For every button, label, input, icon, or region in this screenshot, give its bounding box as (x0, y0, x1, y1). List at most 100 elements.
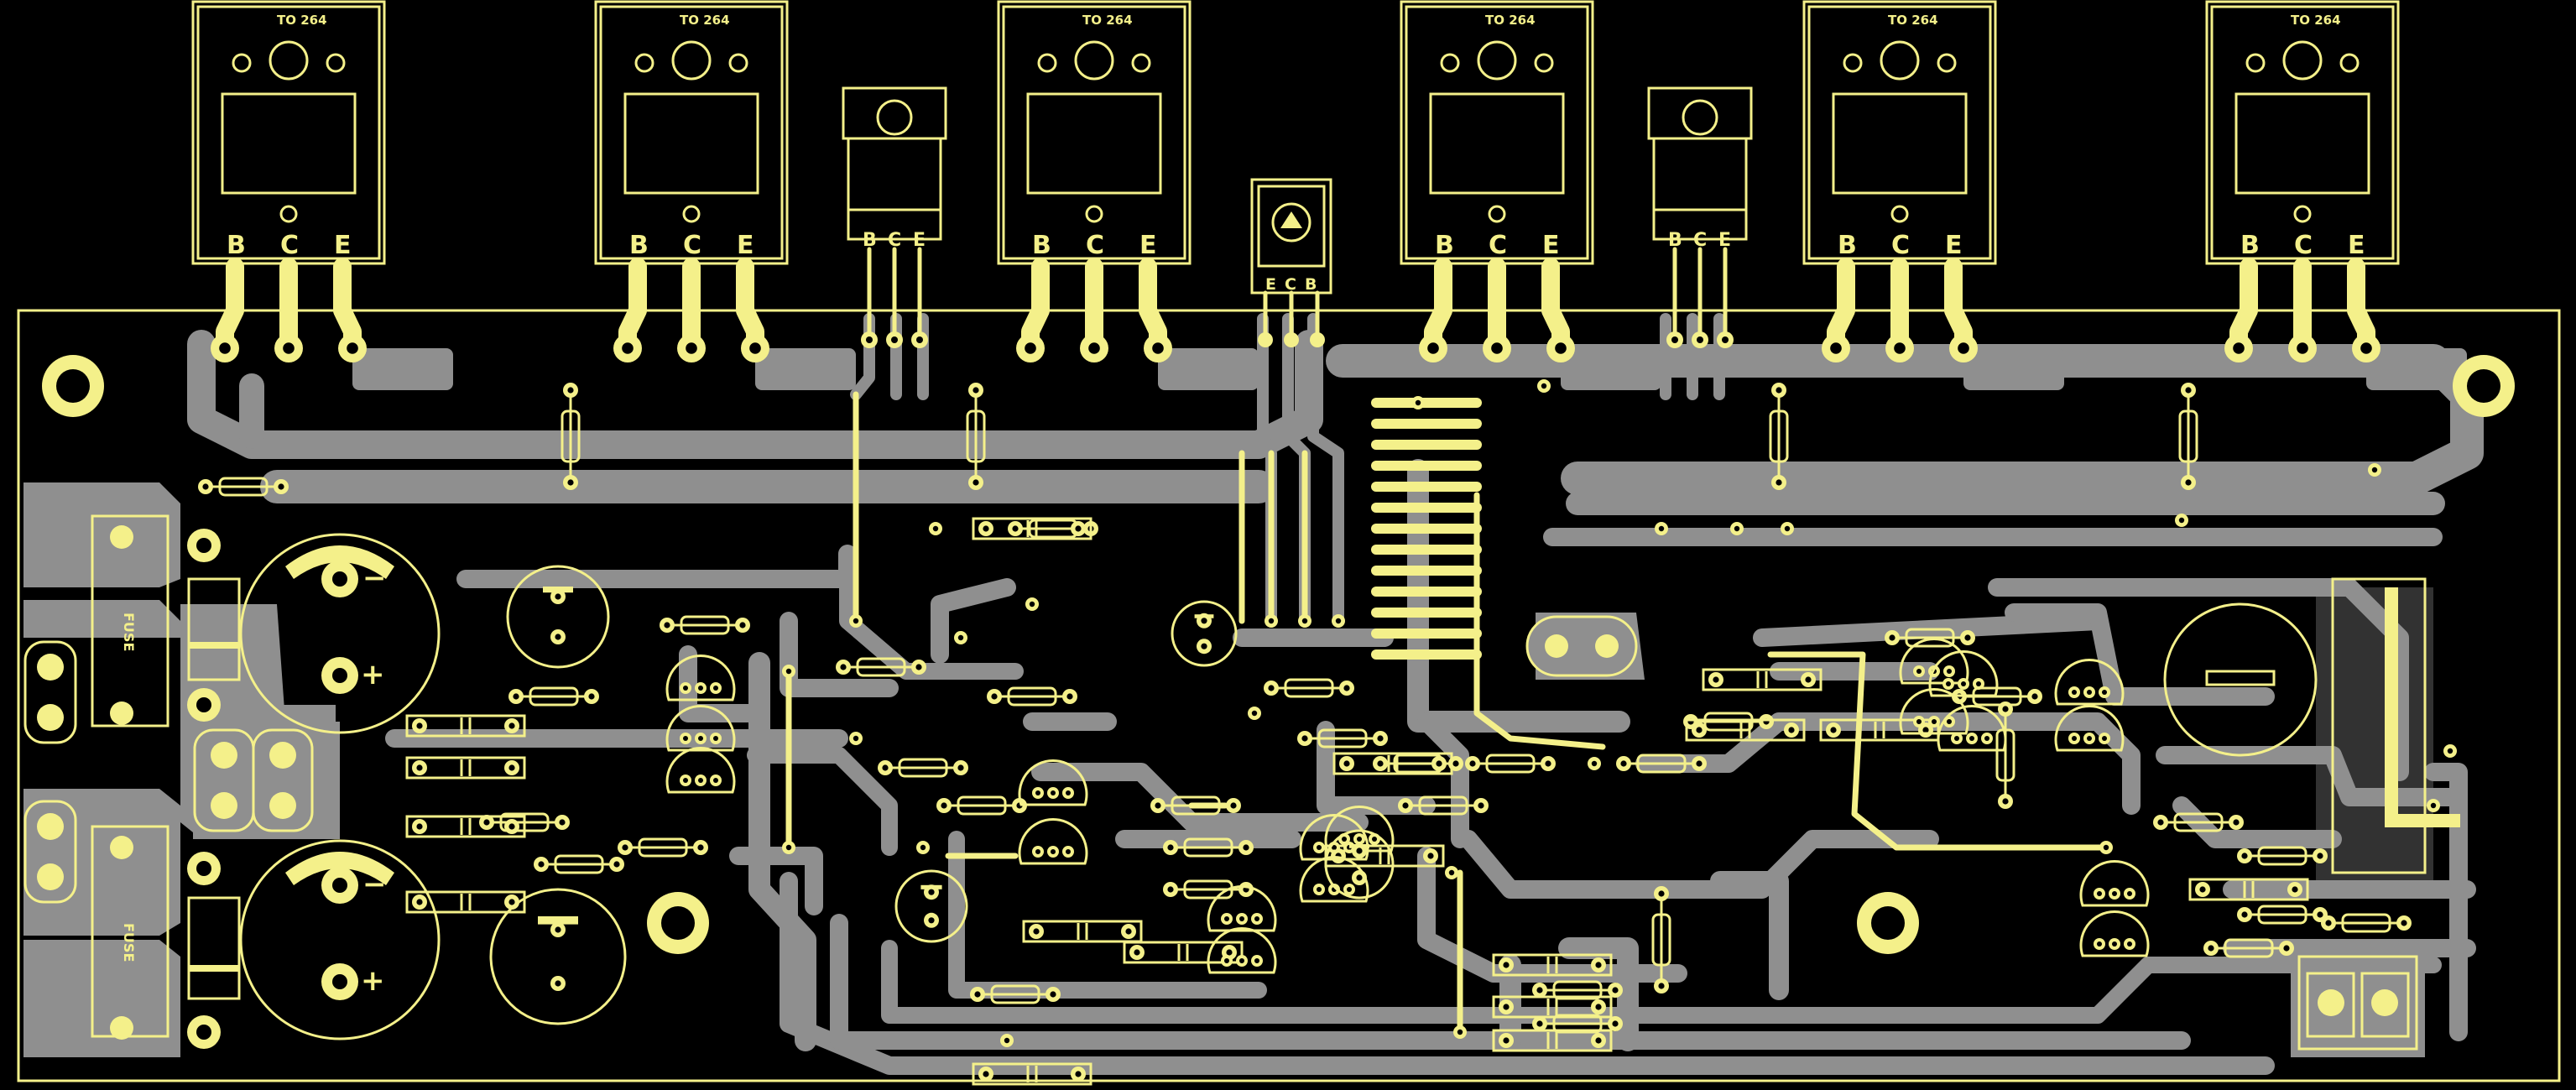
small-transistor (1018, 818, 1088, 865)
via (2368, 463, 2381, 477)
bias-pin-label: E (1265, 275, 1276, 294)
film-capacitor (1702, 668, 1822, 691)
power-input-section: FUSE FUSE (23, 514, 314, 1049)
bias-pin-label: C (1285, 275, 1296, 294)
small-transistor (1937, 705, 2007, 752)
resistor (1398, 795, 1489, 816)
small-transistor (2079, 910, 2150, 957)
pin-label: B (863, 230, 877, 251)
via (2175, 514, 2188, 527)
via (782, 841, 795, 854)
mounting-hole-icon (647, 892, 709, 954)
via (782, 665, 795, 678)
small-transistor (665, 705, 736, 752)
resistor (660, 615, 750, 635)
pin-label: C (1086, 231, 1104, 260)
film-capacitor (405, 714, 526, 738)
filter-capacitors: − + − + (239, 533, 441, 1040)
pin-label: B (1435, 231, 1454, 260)
mounting-hole-icon (2453, 355, 2515, 417)
pin-label: B (227, 231, 246, 260)
pin-label: B (1838, 231, 1857, 260)
small-transistor (2054, 705, 2125, 752)
resistor (987, 686, 1077, 707)
small-transistor (665, 747, 736, 794)
cap-minus-label: − (362, 868, 387, 901)
via (1781, 522, 1794, 535)
resistor (1616, 754, 1707, 774)
via (2443, 744, 2457, 758)
output-inductor (1371, 398, 1482, 660)
package-label: TO 264 (2291, 13, 2341, 28)
film-capacitor (1332, 752, 1453, 775)
via (1537, 379, 1551, 393)
output-terminal (2297, 955, 2418, 1051)
resistor (1769, 383, 1789, 490)
via (1248, 707, 1261, 720)
mounting-hole-icon (1857, 892, 1919, 954)
film-capacitor (1492, 1029, 1613, 1052)
small-transistor (1299, 856, 1369, 903)
resistor (1651, 886, 1671, 994)
package-label: TO 264 (680, 13, 730, 28)
film-capacitor (972, 517, 1092, 540)
pin-label: C (2294, 231, 2313, 260)
pin-label: B (1032, 231, 1051, 260)
pin-label: C (888, 230, 901, 251)
via (849, 732, 863, 745)
pin-label: E (2348, 231, 2365, 260)
via (954, 631, 967, 644)
resistor (936, 795, 1027, 816)
resistor (1297, 728, 1388, 748)
resistor (970, 984, 1061, 1004)
film-capacitor (405, 890, 526, 914)
resistor (878, 758, 968, 778)
pin-label: C (683, 231, 701, 260)
via (1730, 522, 1744, 535)
bias-sensor-transistor: E C B (1250, 178, 1332, 347)
resistor (2203, 938, 2294, 958)
pin-label: E (334, 231, 352, 260)
cap-minus-label: − (362, 561, 387, 595)
cap-plus-label: + (361, 964, 385, 998)
film-capacitor (1123, 941, 1244, 964)
pin-label: B (2240, 231, 2260, 260)
resistor (1264, 678, 1354, 698)
pin-label: E (1718, 230, 1731, 251)
small-transistor (1018, 759, 1088, 806)
via (1298, 614, 1311, 628)
small-transistor (1899, 688, 1969, 735)
resistor (618, 837, 708, 858)
resistor (836, 657, 926, 677)
heatsink-pad-right (2331, 577, 2460, 874)
electrolytic-capacitor (894, 869, 968, 943)
resistor (534, 854, 624, 874)
via (1000, 1034, 1014, 1047)
via (1445, 866, 1458, 879)
film-capacitor (2188, 878, 2309, 901)
fuse-label-top: FUSE (121, 613, 137, 651)
resistor (1885, 628, 1975, 648)
electrolytic-capacitor (1324, 829, 1395, 900)
small-transistor (2054, 659, 2125, 706)
resistor (198, 477, 289, 497)
bias-pin-label: B (1305, 275, 1317, 294)
via (2427, 799, 2440, 812)
large-electrolytic-right (2163, 602, 2318, 757)
small-transistor (2079, 860, 2150, 907)
electrolytic-capacitor (1171, 600, 1238, 667)
fuse-label: FUSE FUSE (121, 613, 137, 962)
small-transistor (1928, 650, 1999, 697)
filter-capacitor-bottom: − + (239, 839, 441, 1040)
mounting-holes (42, 355, 2515, 954)
fuse-label-bottom: FUSE (121, 923, 137, 962)
resistor (1163, 837, 1254, 858)
pin-label: C (280, 231, 299, 260)
via (849, 614, 863, 628)
